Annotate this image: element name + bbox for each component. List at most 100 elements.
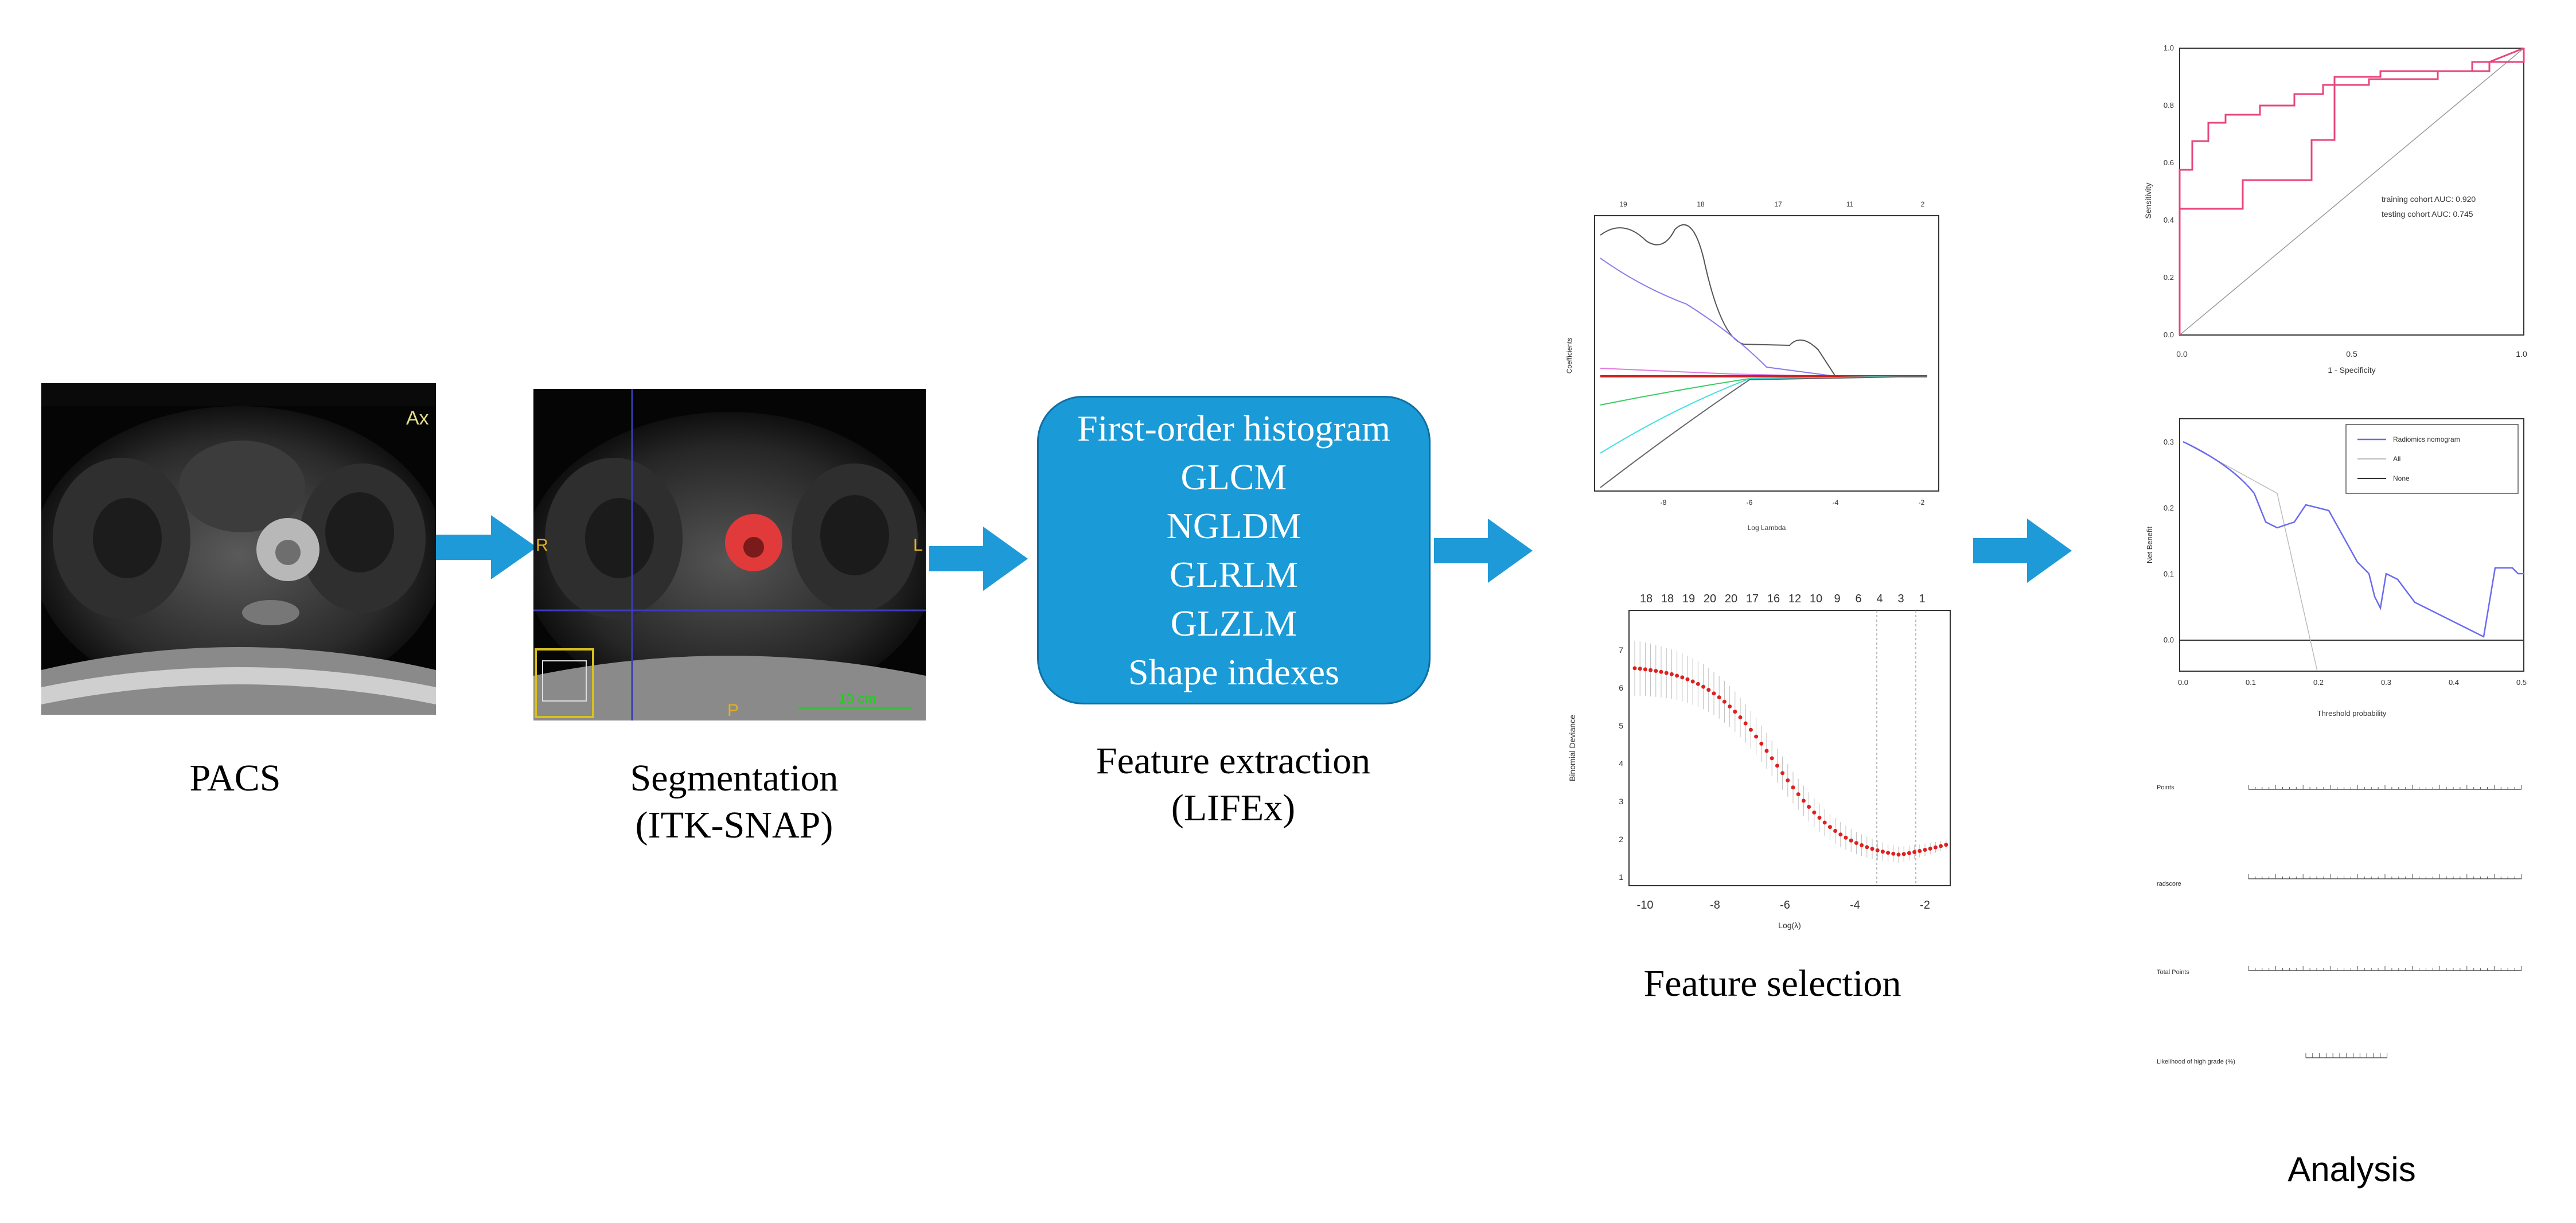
cv-point: [1875, 848, 1880, 852]
cv-x-tick: -6: [1780, 899, 1790, 912]
cv-ylabel: Binomial Deviance: [1568, 715, 1577, 781]
cv-point: [1643, 667, 1647, 672]
cv-xlabel: Log(λ): [1778, 921, 1801, 930]
cv-top-tick: 16: [1767, 593, 1780, 605]
cv-point: [1944, 843, 1948, 847]
cv-point: [1838, 832, 1843, 837]
arrow-right-icon: [1434, 519, 1533, 583]
cv-y-tick: 1: [1619, 873, 1623, 882]
cv-point: [1796, 792, 1801, 797]
cv-top-tick: 18: [1640, 593, 1653, 605]
pacs-mri-image: Ax: [41, 383, 436, 715]
cv-y-tick: 5: [1619, 721, 1623, 730]
dca-legend-item: None: [2393, 474, 2410, 482]
cv-x-tick: -4: [1850, 899, 1860, 912]
cv-point: [1722, 699, 1727, 704]
cv-point: [1743, 721, 1748, 726]
dca-y-tick: 0.2: [2164, 504, 2174, 512]
cv-y-tick: 2: [1619, 835, 1623, 844]
roc-y-tick: 0.0: [2164, 330, 2174, 339]
dca-legend-item: All: [2393, 455, 2400, 463]
coef-xlabel: Log Lambda: [1748, 524, 1786, 532]
feature-item: GLCM: [1180, 457, 1287, 497]
cv-point: [1923, 847, 1927, 852]
cv-point: [1865, 845, 1869, 850]
roc-x-tick: 1.0: [2516, 349, 2527, 359]
segmentation-mri-image: R L P 10 cm: [533, 389, 926, 720]
cv-point: [1685, 677, 1690, 681]
nomogram-row-label: Points: [2157, 784, 2174, 791]
cv-point: [1791, 785, 1795, 790]
cv-point: [1775, 764, 1779, 768]
cv-top-tick: 20: [1704, 593, 1716, 605]
cv-point: [1801, 799, 1806, 803]
cv-top-tick: 12: [1788, 593, 1801, 605]
cv-point: [1649, 668, 1653, 672]
roc-y-tick: 1.0: [2164, 44, 2174, 52]
cv-y-tick: 7: [1619, 645, 1623, 655]
lasso-coefficient-plot: 19 18 17 11 2 -8 -6 -4 -2 Log Lambda Coe…: [1565, 200, 1939, 532]
cv-point: [1928, 846, 1932, 851]
cv-point: [1675, 673, 1679, 678]
cv-point: [1860, 843, 1864, 847]
cv-point: [1933, 845, 1938, 850]
roc-x-tick: 0.5: [2346, 349, 2357, 359]
cv-point: [1764, 749, 1769, 753]
cv-point: [1901, 852, 1906, 856]
cv-point: [1664, 671, 1669, 675]
roc-y-tick: 0.4: [2164, 216, 2174, 224]
coef-top-tick: 18: [1697, 200, 1705, 208]
cv-x-tick: -2: [1920, 899, 1930, 912]
coef-top-tick: 19: [1619, 200, 1627, 208]
cv-top-tick: 10: [1810, 593, 1822, 605]
pacs-mri-drawing: Ax: [41, 383, 436, 715]
cv-point: [1844, 835, 1848, 840]
feature-extraction-box: First-order histogram GLCM NGLDM GLRLM G…: [1037, 396, 1431, 704]
cv-point: [1717, 695, 1721, 700]
feature-extraction-caption: Feature extraction (LIFEx): [1044, 738, 1423, 832]
cv-point: [1833, 829, 1838, 833]
cv-point: [1822, 820, 1827, 825]
dca-y-tick: 0.1: [2164, 570, 2174, 578]
cv-point: [1759, 741, 1764, 746]
coef-top-tick: 2: [1921, 200, 1925, 208]
feature-item: Shape indexes: [1128, 652, 1339, 692]
roc-xlabel: 1 - Specificity: [2328, 365, 2375, 375]
coef-x-tick: -6: [1747, 498, 1753, 507]
cv-point: [1812, 810, 1817, 815]
cv-top-tick: 3: [1897, 593, 1904, 605]
cv-point: [1939, 844, 1943, 848]
seg-label-p: P: [727, 701, 739, 720]
roc-curve-plot: training cohort AUC: 0.920 testing cohor…: [2144, 44, 2527, 375]
cv-point: [1891, 851, 1896, 856]
dca-xlabel: Threshold probability: [2317, 709, 2387, 718]
cv-point: [1780, 771, 1785, 776]
cv-point: [1701, 684, 1706, 689]
cv-point: [1728, 704, 1732, 709]
pacs-caption: PACS: [189, 757, 281, 799]
feature-item: First-order histogram: [1077, 408, 1390, 449]
dca-y-tick: 0.3: [2164, 438, 2174, 446]
cv-point: [1870, 847, 1874, 851]
dca-x-tick: 0.0: [2178, 678, 2188, 687]
cv-point: [1733, 710, 1737, 714]
cv-point: [1827, 825, 1832, 829]
cv-point: [1748, 727, 1753, 732]
cv-point: [1854, 841, 1858, 846]
coef-ylabel: Coefficients: [1565, 338, 1573, 373]
cv-point: [1690, 679, 1695, 684]
nomogram-row-label: Likelihood of high grade (%): [2157, 1058, 2235, 1065]
segmentation-caption: Segmentation (ITK-SNAP): [574, 755, 895, 849]
cv-point: [1886, 851, 1891, 855]
cv-point: [1638, 667, 1642, 671]
cv-top-tick: 6: [1855, 593, 1861, 605]
feature-item: GLRLM: [1170, 554, 1298, 595]
feature-extraction-caption-line2: (LIFEx): [1171, 787, 1296, 829]
nomogram-plot: Points radscore Total Points Likelihood …: [2157, 784, 2522, 1065]
seg-scale-text: 10 cm: [839, 691, 876, 707]
cv-x-tick: -10: [1637, 899, 1654, 912]
cv-point: [1880, 850, 1885, 854]
dca-ylabel: Net Benefit: [2145, 526, 2154, 563]
